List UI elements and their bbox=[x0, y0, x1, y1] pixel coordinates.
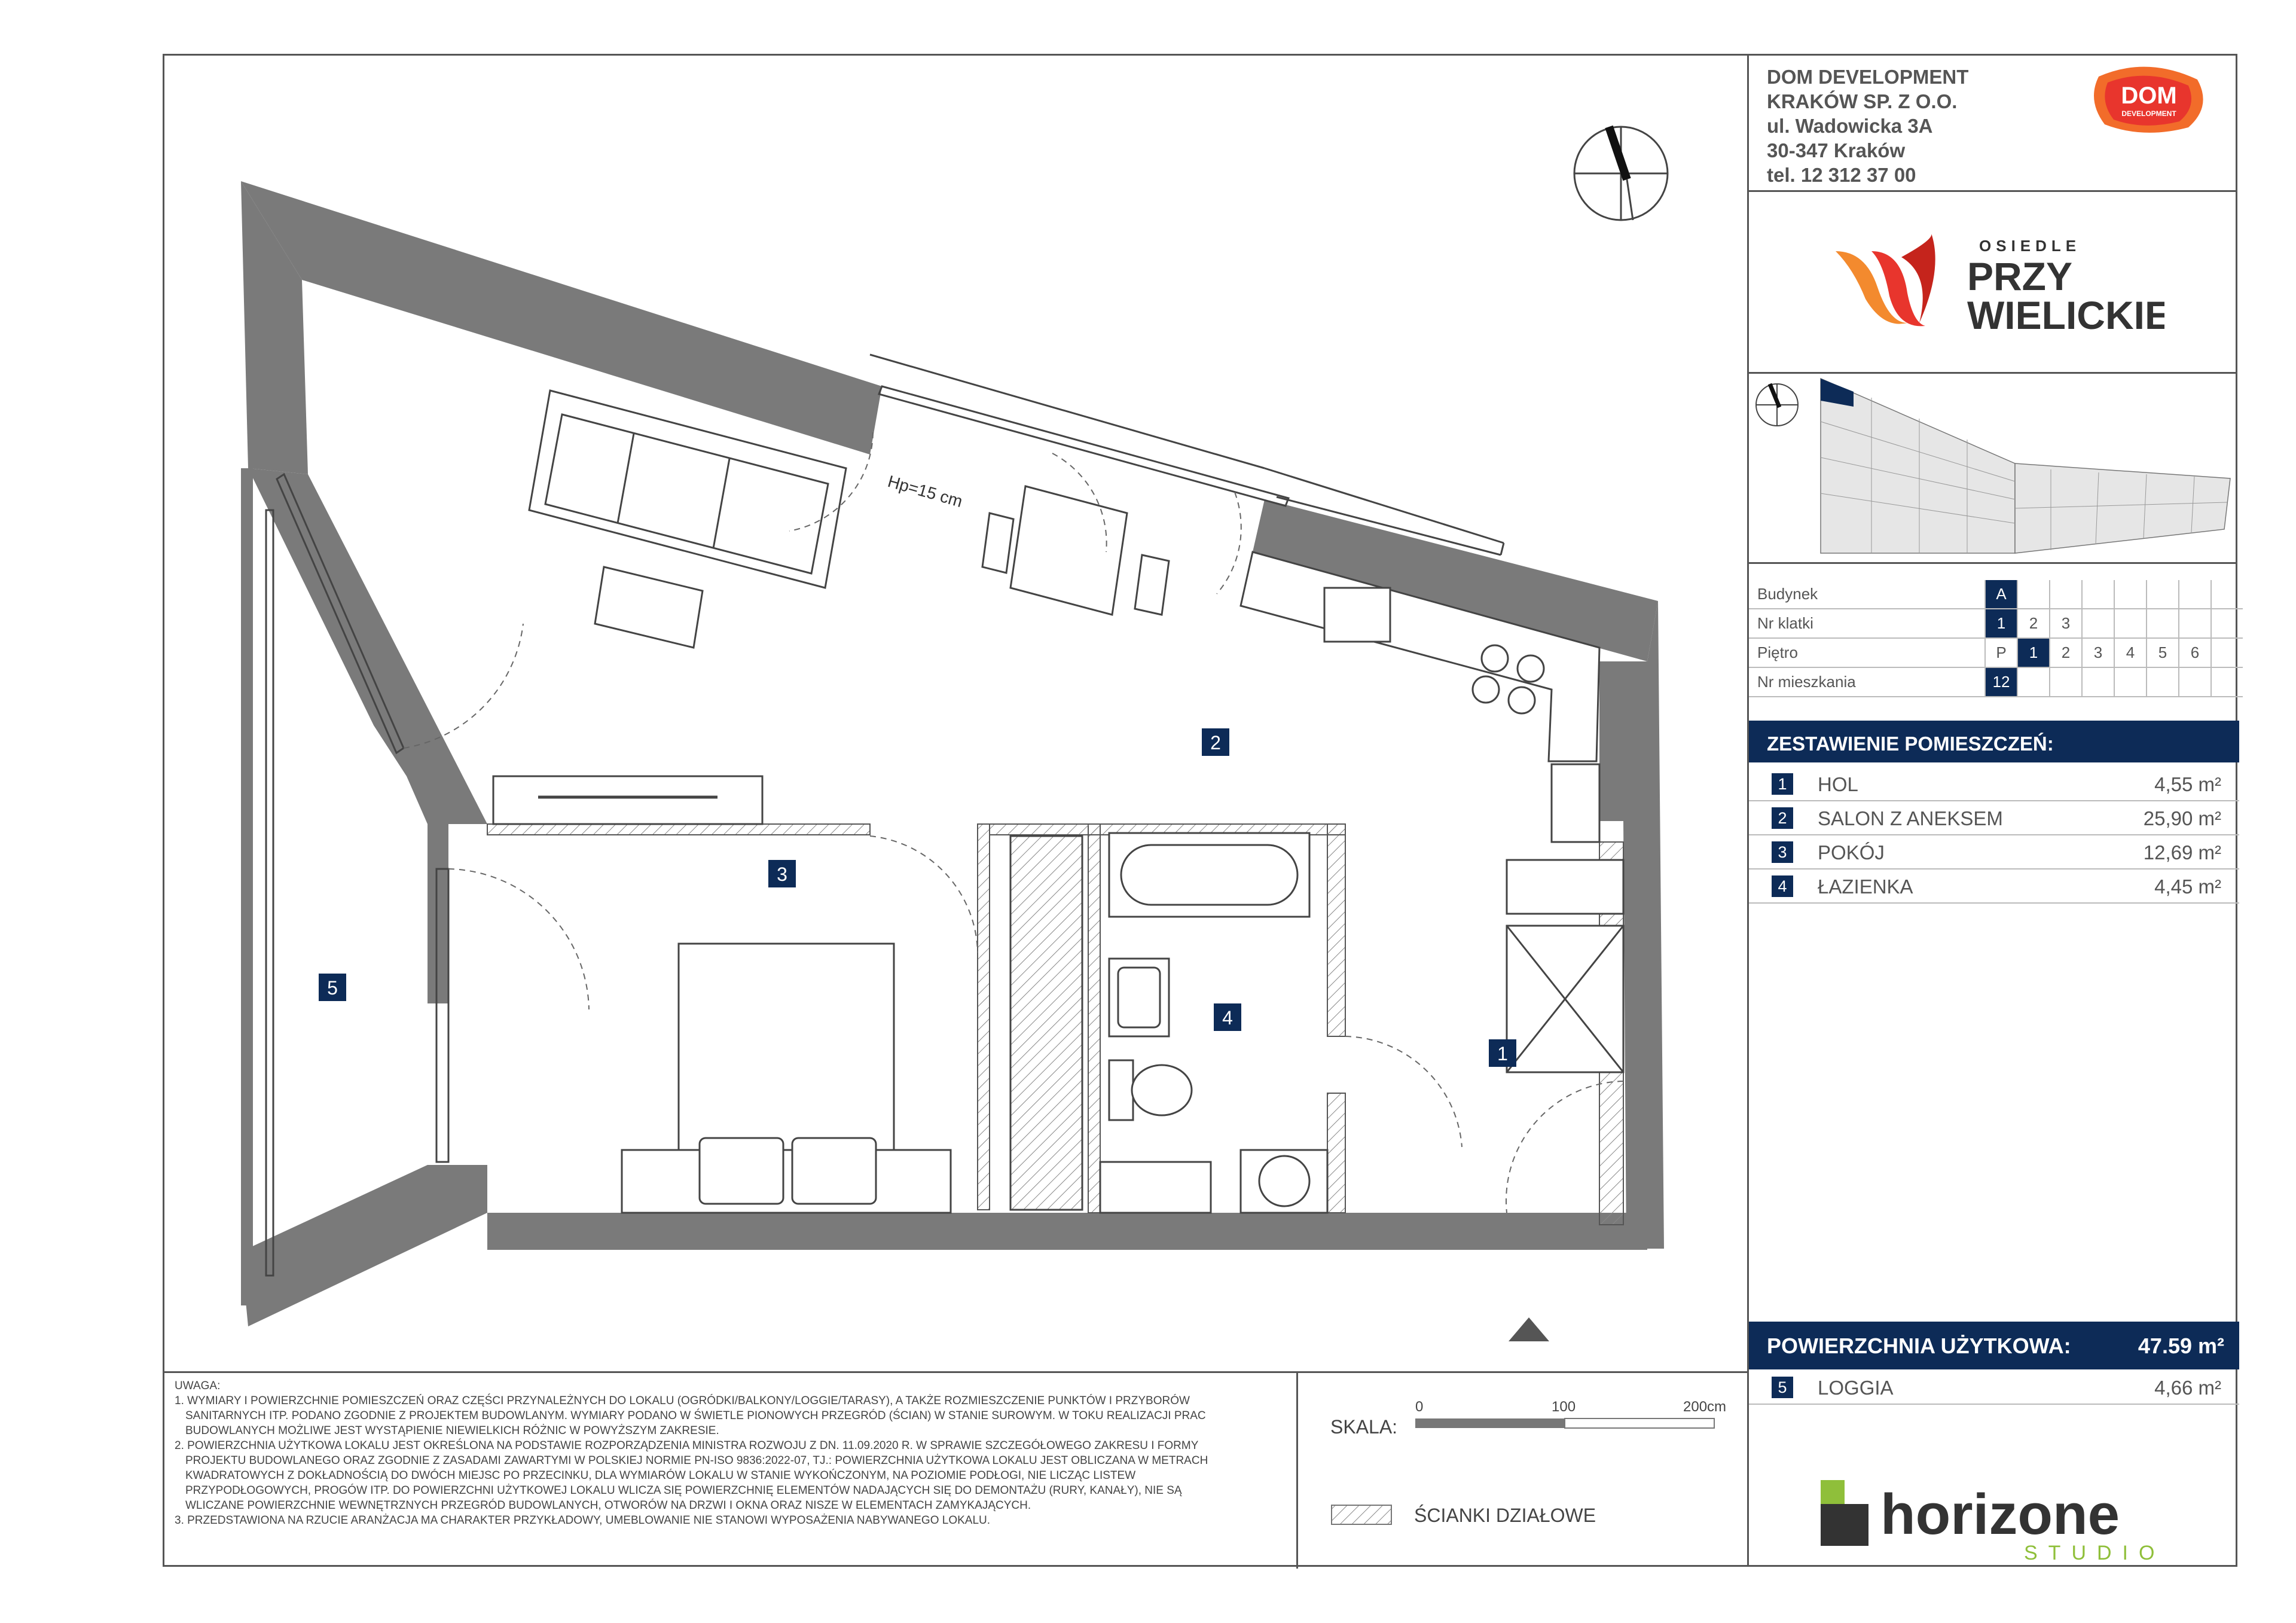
info-row-pietro: Piętro P 1 2 3 4 5 6 bbox=[1749, 638, 2243, 668]
divider-notes bbox=[163, 1371, 1748, 1373]
room-number: 5 bbox=[1772, 1377, 1793, 1398]
room-name: SALON Z ANEKSEM bbox=[1818, 807, 2003, 829]
rooms-list: 1 HOL 4,55 m² 2 SALON Z ANEKSEM 25,90 m²… bbox=[1749, 767, 2239, 904]
loggia-row: 5 LOGGIA 4,66 m² bbox=[1749, 1371, 2239, 1405]
notes-line: PRZYPODŁOGOWYCH, PROGÓW ITP. DO POWIERZC… bbox=[185, 1484, 1182, 1497]
total-area-bar: POWIERZCHNIA UŻYTKOWA: 47.59 m² bbox=[1749, 1322, 2239, 1369]
room-name: LOGGIA bbox=[1818, 1377, 1894, 1399]
dom-development-logo: DOM DEVELOPMENT bbox=[2094, 66, 2203, 133]
bathroom-fixtures bbox=[1009, 832, 1329, 1214]
room-marker-3: 3 bbox=[768, 860, 796, 887]
svg-text:4: 4 bbox=[1222, 1007, 1233, 1029]
notes-line: 2. POWIERZCHNIA UŻYTKOWA LOKALU JEST OKR… bbox=[175, 1439, 1199, 1452]
company-line: ul. Wadowicka 3A bbox=[1767, 115, 1933, 137]
list-item: 4 ŁAZIENKA 4,45 m² bbox=[1749, 870, 2239, 904]
room-marker-5: 5 bbox=[319, 974, 346, 1001]
room-marker-1: 1 bbox=[1489, 1039, 1516, 1067]
svg-text:DEVELOPMENT: DEVELOPMENT bbox=[2121, 109, 2176, 118]
room-number: 2 bbox=[1772, 807, 1793, 829]
room-name: POKÓJ bbox=[1818, 841, 1885, 864]
svg-text:1: 1 bbox=[1497, 1043, 1508, 1064]
svg-text:DOM: DOM bbox=[2121, 83, 2176, 109]
company-address: DOM DEVELOPMENT KRAKÓW SP. Z O.O. ul. Wa… bbox=[1767, 65, 1968, 187]
svg-text:horizone: horizone bbox=[1880, 1482, 2120, 1546]
room-area: 4,66 m² bbox=[2154, 1377, 2221, 1399]
room-name: ŁAZIENKA bbox=[1818, 875, 1913, 898]
notes-line: 1. WYMIARY I POWIERZCHNIE POMIESZCZEŃ OR… bbox=[175, 1395, 1190, 1407]
horizone-studio-logo: horizone STUDIO bbox=[1821, 1480, 2165, 1564]
svg-text:3: 3 bbox=[777, 864, 787, 885]
furniture bbox=[528, 389, 1170, 649]
room-name: HOL bbox=[1818, 773, 1858, 795]
legend-label: ŚCIANKI DZIAŁOWE bbox=[1414, 1505, 1596, 1526]
notes-line: BUDOWLANYCH MOŻLIWE JEST WYSTĄPIENIE NIE… bbox=[185, 1424, 719, 1437]
key-plan bbox=[1755, 377, 2231, 554]
entrance-marker-icon bbox=[1509, 1317, 1549, 1341]
info-row-budynek: Budynek A bbox=[1749, 580, 2243, 609]
room-number: 4 bbox=[1772, 875, 1793, 897]
divider-scale bbox=[1296, 1371, 1298, 1569]
key-plan-unit-highlight bbox=[1821, 379, 1854, 407]
room-number: 3 bbox=[1772, 841, 1793, 863]
room-area: 25,90 m² bbox=[2143, 807, 2221, 829]
svg-text:STUDIO: STUDIO bbox=[2024, 1542, 2165, 1564]
kitchen bbox=[1239, 551, 1625, 1073]
notes-title: UWAGA: bbox=[175, 1380, 221, 1392]
room-marker-2: 2 bbox=[1202, 728, 1229, 756]
list-item: 3 POKÓJ 12,69 m² bbox=[1749, 835, 2239, 870]
company-line: DOM DEVELOPMENT bbox=[1767, 66, 1969, 88]
scale-tick: 0 bbox=[1415, 1399, 1423, 1415]
room-area: 4,45 m² bbox=[2154, 875, 2221, 898]
list-item: 1 HOL 4,55 m² bbox=[1749, 767, 2239, 801]
svg-text:5: 5 bbox=[327, 977, 338, 999]
brand-line3: WIELICKIEJ bbox=[1967, 293, 2164, 337]
notes-line: WLICZANE POWIERZCHNIE WEWNĘTRZNYCH PRZEG… bbox=[185, 1499, 1031, 1512]
column-divider bbox=[1747, 54, 1749, 1567]
total-area-value: 47.59 m² bbox=[2138, 1334, 2224, 1358]
total-area-label: POWIERZCHNIA UŻYTKOWA: bbox=[1767, 1334, 2071, 1358]
floor-plan: Hp=15 cm 1 2 3 4 5 bbox=[241, 125, 1669, 1341]
room-area: 12,69 m² bbox=[2143, 841, 2221, 864]
list-item: 2 SALON Z ANEKSEM 25,90 m² bbox=[1749, 801, 2239, 835]
room-marker-4: 4 bbox=[1214, 1003, 1241, 1031]
scale-tick: 100 bbox=[1552, 1399, 1576, 1415]
windows bbox=[265, 353, 1505, 1277]
north-arrow-icon bbox=[1573, 125, 1669, 221]
bedroom-furniture bbox=[492, 775, 952, 1214]
unit-info-table: Budynek A Nr klatki 1 2 3 Piętro P 1 2 3… bbox=[1749, 580, 2243, 697]
partitions bbox=[487, 823, 1624, 1225]
legend: ŚCIANKI DZIAŁOWE bbox=[1331, 1505, 1596, 1526]
scale-bar: SKALA: 0 100 200cm bbox=[1330, 1399, 1726, 1438]
info-row-mieszkanie: Nr mieszkania 12 bbox=[1749, 667, 2243, 697]
divider-company bbox=[1747, 190, 2237, 192]
hp-label: Hp=15 cm bbox=[886, 472, 964, 511]
sheet-frame bbox=[163, 54, 2237, 1567]
osiedle-brand-logo: OSIEDLE PRZY WIELICKIEJ bbox=[1836, 233, 2164, 337]
room-area: 4,55 m² bbox=[2154, 773, 2221, 795]
scale-label: SKALA: bbox=[1330, 1416, 1397, 1438]
company-line: tel. 12 312 37 00 bbox=[1767, 164, 1916, 186]
door-swings bbox=[403, 432, 1624, 1213]
walls bbox=[241, 181, 1664, 1326]
info-row-klatka: Nr klatki 1 2 3 bbox=[1749, 609, 2243, 639]
notes-line: PROJEKTU BUDOWLANEGO ORAZ ZGODNIE Z ZASA… bbox=[185, 1454, 1208, 1467]
scale-tick: 200cm bbox=[1683, 1399, 1726, 1415]
divider-brand bbox=[1747, 372, 2237, 374]
notes-line: 3. PRZEDSTAWIONA NA RZUCIE ARANŻACJA MA … bbox=[175, 1514, 991, 1527]
notes-line: KWADRATOWYCH Z DOKŁADNOŚCIĄ DO DWÓCH MIE… bbox=[185, 1469, 1136, 1482]
notes-line: SANITARNYCH ITP. PODANO ZGODNIE Z PROJEK… bbox=[185, 1410, 1206, 1422]
brand-line2: PRZY bbox=[1967, 254, 2072, 298]
notes: UWAGA: 1. WYMIARY I POWIERZCHNIE POMIESZ… bbox=[175, 1378, 1299, 1528]
rooms-header: ZESTAWIENIE POMIESZCZEŃ: bbox=[1749, 721, 2239, 762]
brand-line1: OSIEDLE bbox=[1979, 237, 2081, 255]
room-number: 1 bbox=[1772, 773, 1793, 795]
key-plan-north-arrow-icon bbox=[1755, 383, 1799, 426]
company-line: 30-347 Kraków bbox=[1767, 139, 1906, 161]
company-line: KRAKÓW SP. Z O.O. bbox=[1767, 90, 1958, 112]
divider-keyplan bbox=[1747, 562, 2237, 564]
svg-text:2: 2 bbox=[1210, 732, 1221, 753]
